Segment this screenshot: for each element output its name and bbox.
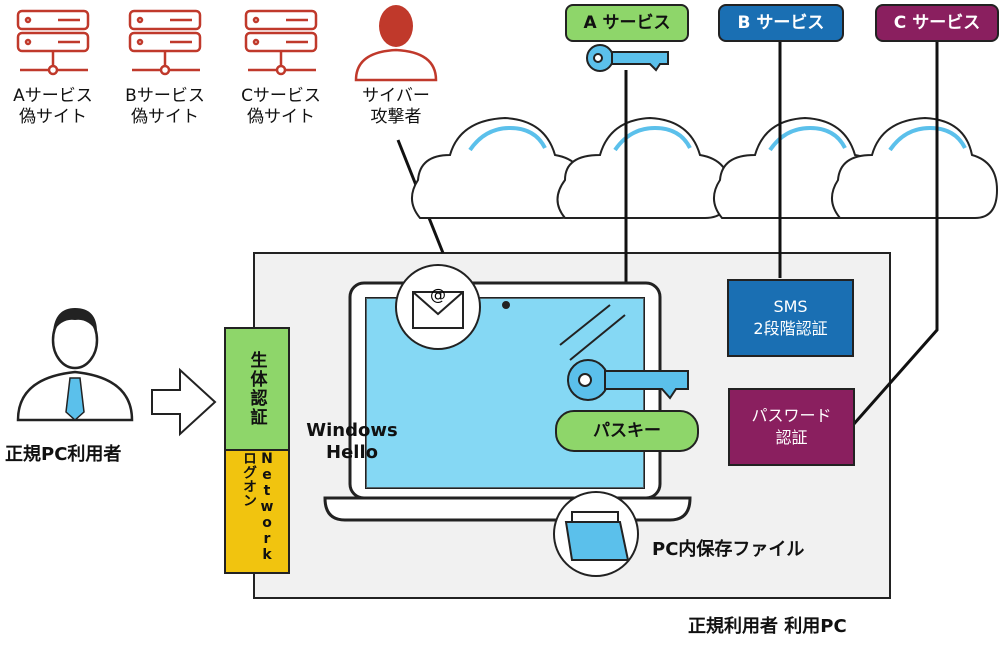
- b-service-box: B サービス: [718, 4, 844, 42]
- fake-site-a-label: Aサービス 偽サイト: [13, 86, 93, 127]
- c-service-line: [851, 40, 939, 426]
- attacker-label: サイバー 攻撃者: [362, 86, 430, 127]
- fake-site-b-label: Bサービス 偽サイト: [125, 86, 205, 127]
- email-icon: @: [395, 264, 481, 350]
- sms-auth-box: SMS 2段階認証: [727, 279, 854, 357]
- arrow-icon: [151, 367, 217, 437]
- passkey-key-icon: [567, 359, 689, 401]
- user-label: 正規PC利用者: [5, 444, 122, 465]
- pc-label: 正規利用者 利用PC: [688, 616, 847, 637]
- fake-site-c-label: Cサービス 偽サイト: [241, 86, 321, 127]
- c-service-box: C サービス: [875, 4, 999, 42]
- a-service-box: A サービス: [565, 4, 689, 42]
- server-icon-c: [244, 9, 318, 76]
- cloud-4: [831, 116, 999, 219]
- folder-icon: [553, 491, 639, 577]
- server-icon-b: [128, 9, 202, 76]
- a-service-key-icon: [586, 44, 669, 72]
- svg-text:@: @: [430, 285, 446, 304]
- cloud-2: [556, 116, 732, 219]
- attacker-icon: [354, 5, 438, 82]
- server-icon-a: [16, 9, 90, 76]
- passkey-label: パスキー: [555, 410, 699, 452]
- files-label: PC内保存ファイル: [652, 539, 805, 560]
- windows-hello-label: Windows Hello: [306, 420, 398, 463]
- network-logon-box: Networkログオン: [224, 449, 290, 574]
- laptop-icon: [323, 281, 692, 522]
- password-auth-box: パスワード 認証: [728, 388, 855, 466]
- biometric-auth-box: 生体認証: [224, 327, 290, 451]
- user-icon: [16, 308, 134, 422]
